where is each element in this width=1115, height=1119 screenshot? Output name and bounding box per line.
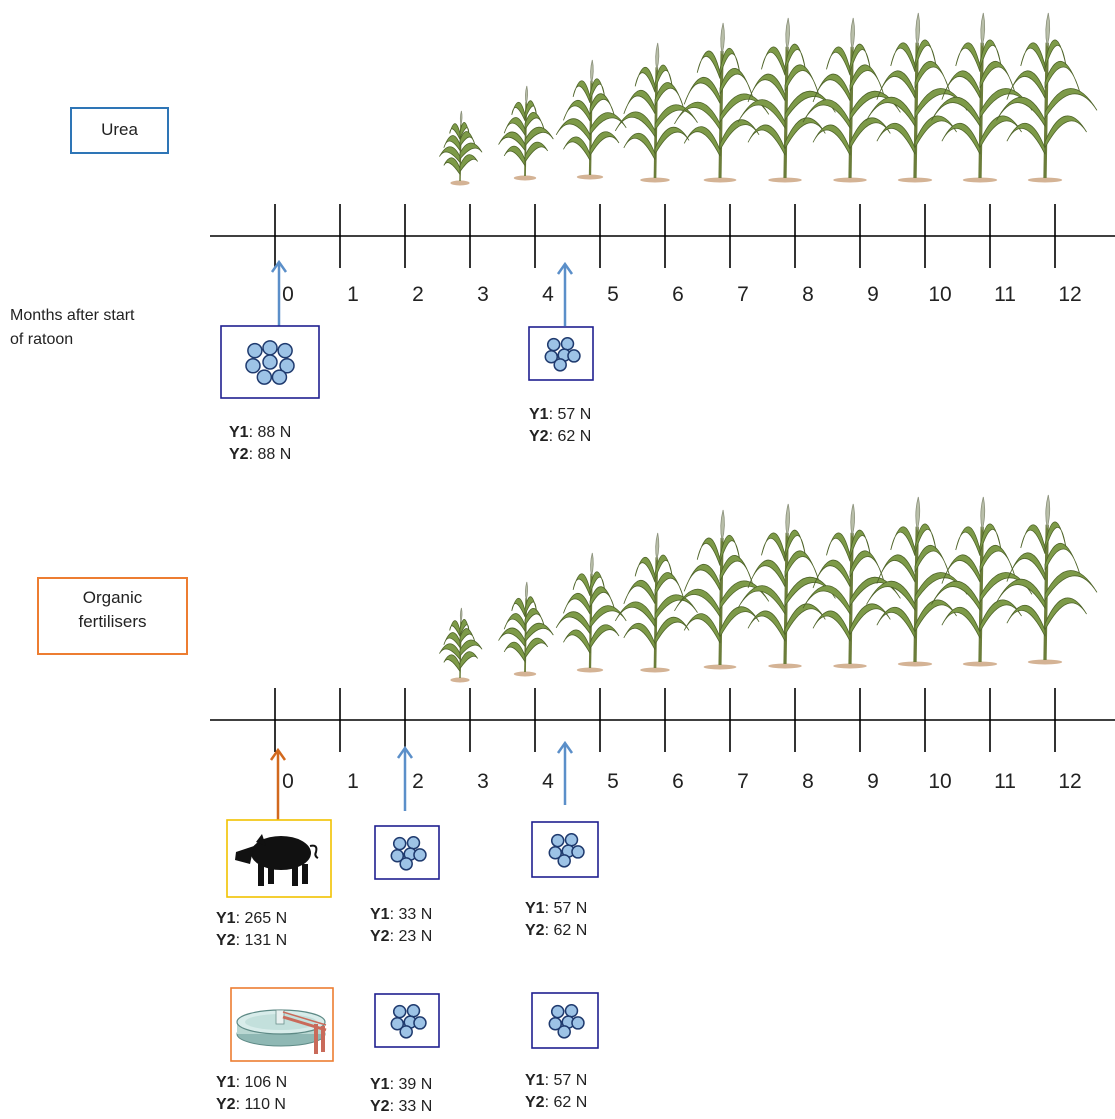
urea-pellets-icon [544, 337, 581, 372]
timeline-axis-urea [210, 204, 1115, 268]
urea-pellets-icon [245, 340, 295, 385]
pig-manure-box [226, 819, 332, 898]
month-tick-label: 4 [542, 770, 554, 793]
month-tick-label: 9 [867, 283, 879, 306]
sugarcane-plant-icon [674, 509, 770, 670]
urea-pellets-icon [548, 1004, 585, 1039]
timeline-axis-organic [210, 688, 1115, 752]
sewage-sludge-tank-icon [236, 1009, 327, 1054]
pig-urea-month2-annotation: Y1: 33 N Y2: 23 N [370, 906, 433, 945]
month-tick-label: 2 [412, 770, 424, 793]
month-tick-label: 7 [737, 283, 749, 306]
month-tick-label: 1 [347, 283, 359, 306]
month-tick-label: 12 [1058, 283, 1082, 306]
pellet-box-sludge-month2 [374, 993, 440, 1048]
sugarcane-plant-icon [498, 581, 554, 677]
sugarcane-plant-icon [614, 532, 698, 673]
sugarcane-plant-icon [866, 496, 968, 667]
application-icon-boxes [220, 325, 599, 1062]
month-tick-label: 8 [802, 770, 814, 793]
sugarcane-plant-icon [931, 12, 1033, 183]
organic-label-box [37, 577, 188, 655]
sugarcane-plant-icon [555, 552, 627, 673]
month-tick-label: 0 [282, 770, 294, 793]
organic-label: Organic fertilisers [78, 588, 147, 631]
month-tick-label: 9 [867, 770, 879, 793]
sugarcane-plant-icon [931, 496, 1033, 667]
month-tick-label: 2 [412, 283, 424, 306]
application-arrow-urea-month0 [270, 259, 288, 326]
month-tick-label: 11 [994, 770, 1016, 793]
sugarcane-plant-icon [439, 607, 483, 683]
month-tick-label: 5 [607, 283, 619, 306]
pig-manure-annotation: Y1: 265 N Y2: 131 N [216, 910, 288, 949]
urea-annotation-month4: Y1: 57 N Y2: 62 N [529, 406, 592, 445]
sugarcane-plant-icon [498, 85, 554, 181]
month-tick-label: 0 [282, 283, 294, 306]
sugarcane-plant-icon [996, 12, 1098, 183]
month-tick-label: 1 [347, 770, 359, 793]
pig-icon [235, 834, 319, 886]
pellet-box-pig-month4 [531, 821, 599, 878]
sugarcane-plant-icon [737, 17, 836, 183]
sludge-urea-month2-annotation: Y1: 39 N Y2: 33 N [370, 1076, 433, 1115]
month-tick-label: 12 [1058, 770, 1082, 793]
application-arrow-urea-month4 [556, 261, 574, 326]
sugarcane-growth-row-urea [439, 12, 1098, 186]
sugarcane-growth-row-organic [439, 494, 1098, 683]
urea-label-box [70, 107, 169, 154]
sludge-annotation: Y1: 106 N Y2: 110 N [216, 1074, 288, 1113]
sewage-sludge-box [230, 987, 334, 1062]
month-tick-label: 10 [928, 770, 952, 793]
application-arrow-manure-month0 [269, 747, 287, 820]
axis-label: Months after start of ratoon [10, 307, 135, 348]
month-tick-label: 6 [672, 770, 684, 793]
pig-urea-month4-annotation: Y1: 57 N Y2: 62 N [525, 900, 588, 939]
application-arrow-organic-month4 [556, 740, 574, 805]
urea-label: Urea [101, 120, 138, 139]
application-arrow-organic-month2 [396, 745, 414, 811]
month-tick-label: 6 [672, 283, 684, 306]
sugarcane-plant-icon [674, 22, 770, 183]
month-tick-label: 3 [477, 770, 489, 793]
pellet-box-sludge-month4 [531, 992, 599, 1049]
urea-pellets-icon [390, 1004, 427, 1039]
sugarcane-plant-icon [996, 494, 1098, 665]
month-tick-label: 5 [607, 770, 619, 793]
urea-pellet-box-month4 [528, 326, 594, 381]
sugarcane-plant-icon [614, 42, 698, 183]
sugarcane-plant-icon [439, 110, 483, 186]
sugarcane-plant-icon [555, 59, 627, 180]
urea-pellets-icon [390, 836, 427, 871]
month-tick-label: 7 [737, 770, 749, 793]
urea-pellet-box-month0 [220, 325, 320, 399]
sugarcane-plant-icon [737, 503, 836, 669]
month-tick-label: 10 [928, 283, 952, 306]
month-tick-label: 8 [802, 283, 814, 306]
application-arrows [269, 259, 574, 820]
month-tick-label: 4 [542, 283, 554, 306]
urea-annotation-month0: Y1: 88 N Y2: 88 N [229, 424, 292, 463]
sugarcane-plant-icon [802, 17, 901, 183]
month-tick-label: 11 [994, 283, 1016, 306]
sludge-urea-month4-annotation: Y1: 57 N Y2: 62 N [525, 1072, 588, 1111]
urea-pellets-icon [548, 833, 585, 868]
month-tick-label: 3 [477, 283, 489, 306]
pellet-box-pig-month2 [374, 825, 440, 880]
sugarcane-plant-icon [866, 12, 968, 183]
